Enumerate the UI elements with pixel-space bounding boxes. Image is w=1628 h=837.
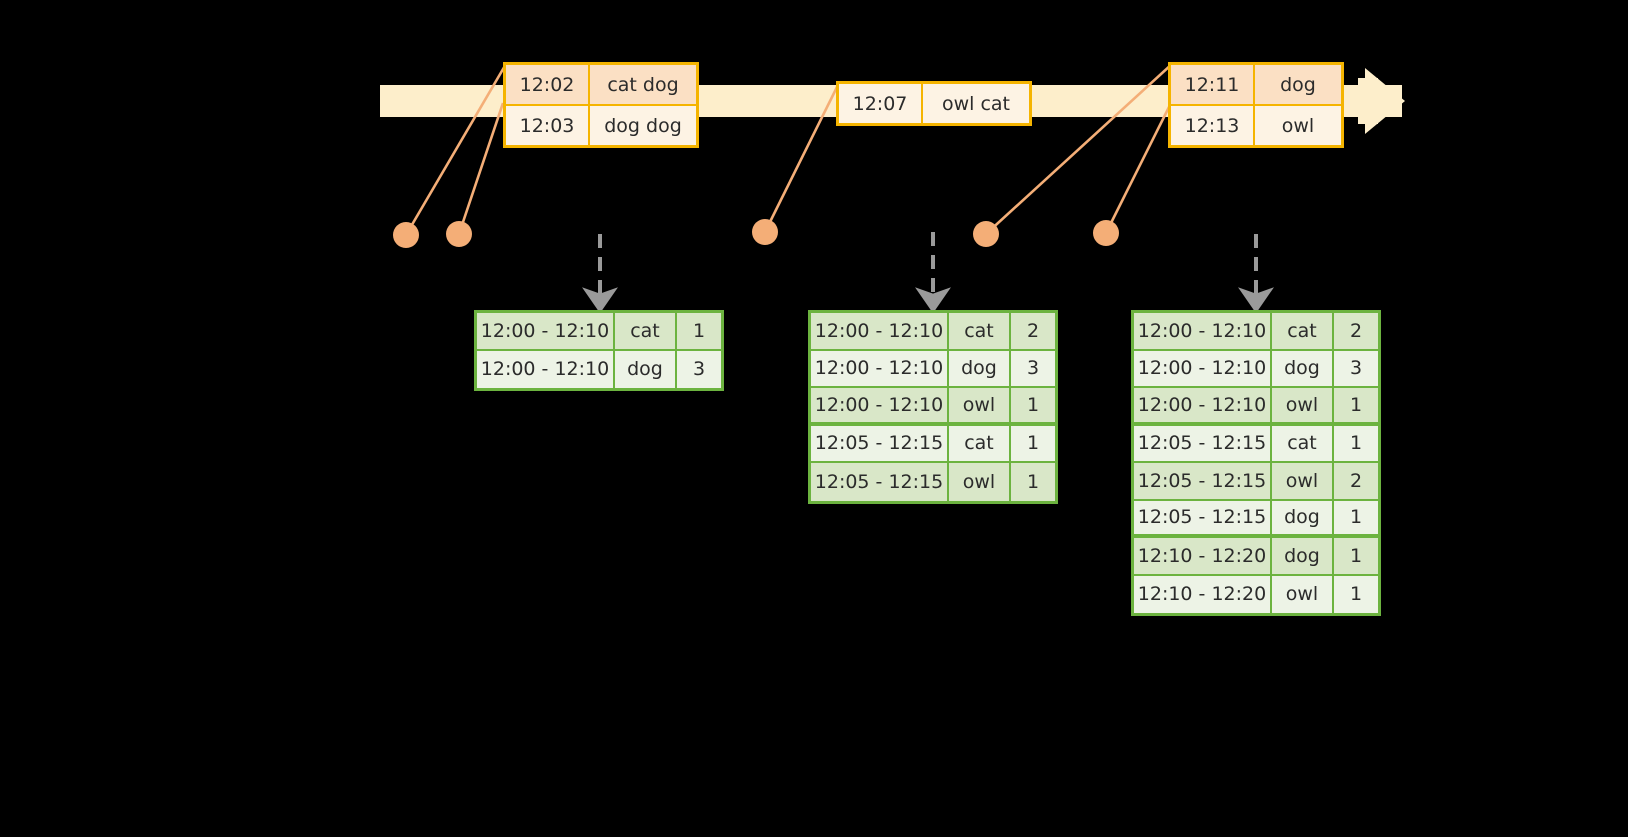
- event-words: dog dog: [604, 114, 682, 137]
- cell-count: 1: [1349, 393, 1363, 416]
- cell-window: 12:10 - 12:20: [1134, 575, 1272, 613]
- cell-key: cat: [949, 313, 1011, 349]
- cell-count: 1: [1026, 470, 1040, 493]
- cell-window: 12:00 - 12:10: [477, 350, 615, 388]
- event-row: 12:03 dog dog: [506, 104, 696, 145]
- event-words: owl cat: [941, 92, 1011, 115]
- event-box-1: 12:02 cat dog 12:03 dog dog: [503, 62, 699, 148]
- event-row: 12:02 cat dog: [506, 65, 696, 104]
- cell-count: 3: [1026, 357, 1040, 380]
- cell-window: 12:05 - 12:15: [811, 425, 949, 461]
- cell-window: 12:00 - 12:10: [1134, 313, 1272, 349]
- stream-markers: [393, 219, 1119, 248]
- cell-window: 12:00 - 12:10: [1134, 388, 1272, 422]
- cell-key: cat: [1272, 313, 1334, 349]
- cell-key: owl: [1272, 463, 1334, 499]
- event-words: cat dog: [607, 73, 679, 96]
- cell-count: 1: [1349, 432, 1363, 455]
- stream-marker-1: [393, 222, 419, 248]
- event-time: 12:03: [506, 106, 590, 145]
- connector-5: [1104, 102, 1173, 234]
- event-time: 12:13: [1171, 106, 1255, 145]
- connector-2: [457, 102, 505, 235]
- dashed-arrows: [582, 232, 1274, 314]
- event-words: dog: [1280, 73, 1316, 96]
- cell-key: dog: [615, 350, 677, 388]
- cell-count: 2: [1349, 469, 1363, 492]
- event-row: 12:07 owl cat: [839, 84, 1029, 123]
- stream-marker-2: [446, 221, 472, 247]
- cell-window: 12:00 - 12:10: [811, 388, 949, 422]
- cell-count: 2: [1026, 319, 1040, 342]
- event-box-3: 12:11 dog 12:13 owl: [1168, 62, 1344, 148]
- cell-key: cat: [949, 425, 1011, 461]
- cell-key: dog: [1272, 538, 1334, 574]
- event-row: 12:11 dog: [1171, 65, 1341, 104]
- cell-key: cat: [615, 313, 677, 349]
- event-words: owl: [1281, 114, 1315, 137]
- cell-count: 1: [1349, 506, 1363, 529]
- cell-key: dog: [949, 350, 1011, 386]
- cell-count: 1: [1349, 583, 1363, 606]
- cell-key: owl: [949, 463, 1011, 501]
- cell-count: 1: [692, 319, 706, 342]
- cell-count: 2: [1349, 319, 1363, 342]
- event-time: 12:02: [506, 65, 590, 104]
- cell-window: 12:00 - 12:10: [1134, 350, 1272, 386]
- cell-count: 1: [1026, 393, 1040, 416]
- cell-window: 12:05 - 12:15: [1134, 425, 1272, 461]
- cell-window: 12:05 - 12:15: [1134, 500, 1272, 534]
- cell-count: 1: [1349, 544, 1363, 567]
- stream-marker-4: [973, 221, 999, 247]
- event-box-2: 12:07 owl cat: [836, 81, 1032, 126]
- cell-window: 12:05 - 12:15: [811, 463, 949, 501]
- event-time: 12:07: [839, 84, 923, 123]
- cell-key: owl: [1272, 388, 1334, 422]
- cell-window: 12:00 - 12:10: [811, 350, 949, 386]
- cell-key: dog: [1272, 350, 1334, 386]
- event-stream-arrow-icon: [1365, 68, 1405, 134]
- cell-count: 3: [692, 358, 706, 381]
- event-row: 12:13 owl: [1171, 104, 1341, 145]
- cell-key: cat: [1272, 425, 1334, 461]
- cell-window: 12:10 - 12:20: [1134, 538, 1272, 574]
- stream-marker-5: [1093, 220, 1119, 246]
- cell-window: 12:00 - 12:10: [811, 313, 949, 349]
- cell-window: 12:05 - 12:15: [1134, 463, 1272, 499]
- cell-key: owl: [1272, 575, 1334, 613]
- cell-count: 3: [1349, 357, 1363, 380]
- cell-key: owl: [949, 388, 1011, 422]
- event-time: 12:11: [1171, 65, 1255, 104]
- stream-marker-3: [752, 219, 778, 245]
- cell-key: dog: [1272, 500, 1334, 534]
- cell-window: 12:00 - 12:10: [477, 313, 615, 349]
- cell-count: 1: [1026, 432, 1040, 455]
